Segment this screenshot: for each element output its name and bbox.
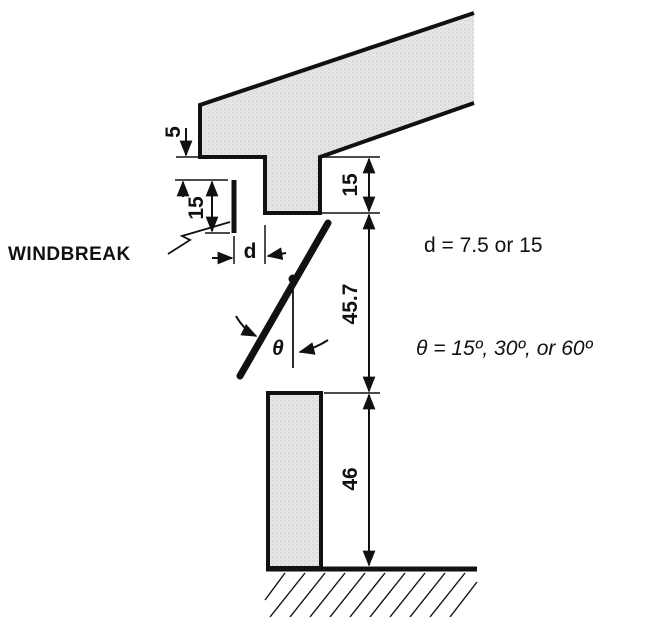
gap-d-symbol: d bbox=[244, 240, 257, 263]
sill-block bbox=[266, 391, 323, 570]
theta-values-note: θ = 15º, 30º, or 60º bbox=[416, 337, 594, 360]
floor bbox=[264, 566, 478, 618]
beam-drop-value: 15 bbox=[339, 173, 362, 197]
right-dimension-chain bbox=[322, 156, 380, 567]
windbreak-leader bbox=[167, 221, 231, 255]
beam-step-value: 5 bbox=[162, 126, 185, 138]
sill-height-value: 46 bbox=[339, 467, 362, 490]
louver-pivot bbox=[288, 274, 298, 284]
windbreak-height-dimension: 15 bbox=[175, 179, 230, 234]
d-values-note: d = 7.5 or 15 bbox=[424, 234, 543, 257]
beam-step-dimension: 5 bbox=[162, 126, 198, 158]
windbreak-height-value: 15 bbox=[185, 196, 208, 220]
gap-d-dimension: d bbox=[212, 225, 287, 265]
windbreak-label: WINDBREAK bbox=[8, 244, 131, 265]
theta-angle-indicator: θ bbox=[235, 286, 329, 368]
louver-blade bbox=[236, 219, 332, 380]
theta-symbol: θ bbox=[272, 337, 284, 360]
roof-beam bbox=[200, 13, 474, 213]
gap-height-value: 45.7 bbox=[339, 284, 362, 325]
roof-beam-outline bbox=[198, 11, 475, 215]
